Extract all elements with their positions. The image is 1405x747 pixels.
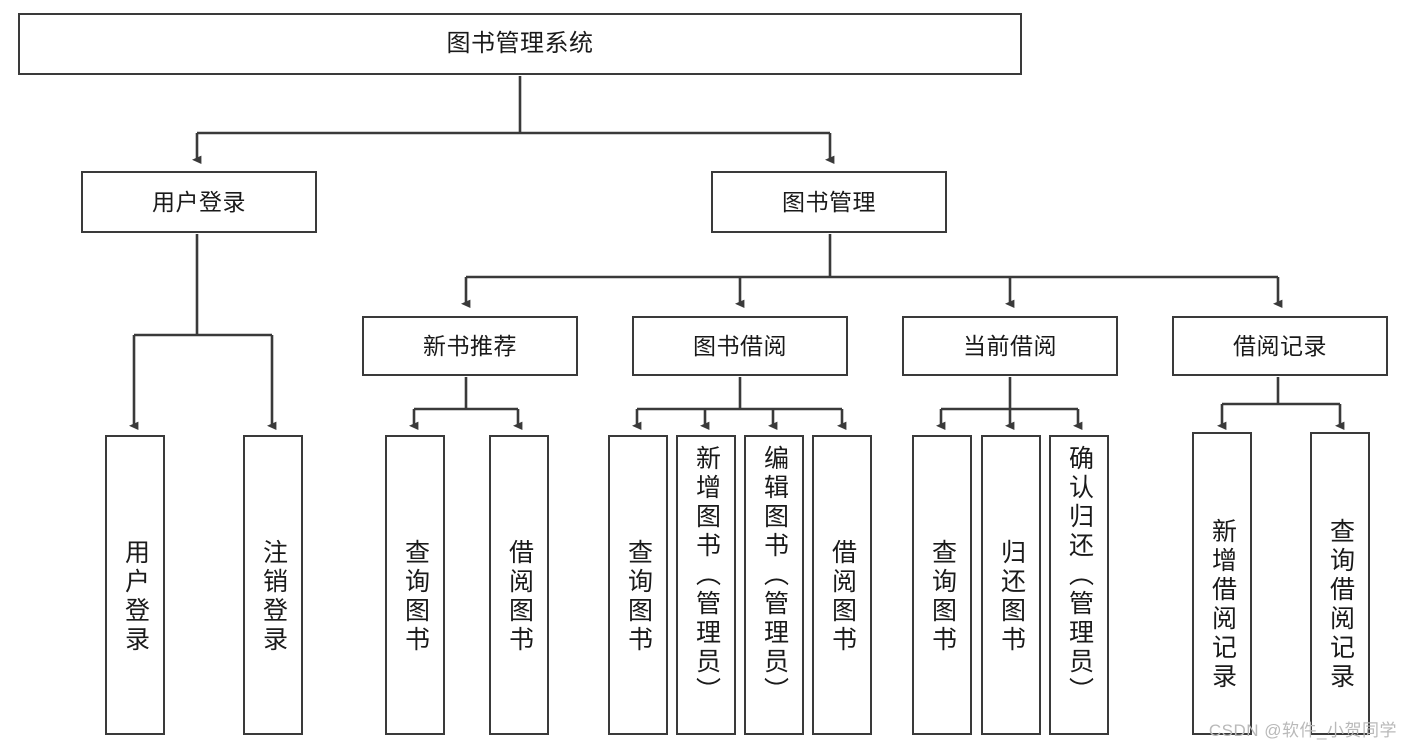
node-label: 查询图书 [401,539,430,655]
node-new-book-recommend[interactable]: 新书推荐 [362,316,578,376]
node-label: 图书管理系统 [446,30,594,58]
leaf-user-login[interactable]: 用户登录 [105,435,165,735]
node-label: 新书推荐 [423,332,517,359]
node-label: 图书管理 [782,188,876,215]
leaf-query-borrow-record[interactable]: 查询借阅记录 [1310,432,1370,735]
node-label: 查询借阅记录 [1326,518,1355,692]
node-label: 用户登录 [121,539,150,655]
leaf-edit-book-admin[interactable]: 编辑图书（管理员） [744,435,804,735]
node-label: 借阅图书 [828,539,857,655]
node-label: 归还图书 [997,539,1026,655]
leaf-return-book[interactable]: 归还图书 [981,435,1041,735]
node-label: 新增借阅记录 [1208,518,1237,692]
node-root-book-management-system[interactable]: 图书管理系统 [18,13,1022,75]
node-book-management[interactable]: 图书管理 [711,171,947,233]
node-label: 确认归还（管理员） [1065,445,1094,706]
leaf-query-book-recommend[interactable]: 查询图书 [385,435,445,735]
node-label: 查询图书 [624,539,653,655]
node-label: 当前借阅 [963,332,1057,359]
node-label: 用户登录 [152,188,246,215]
node-borrow-record[interactable]: 借阅记录 [1172,316,1388,376]
node-label: 借阅图书 [505,539,534,655]
node-book-borrow[interactable]: 图书借阅 [632,316,848,376]
leaf-query-book-borrow[interactable]: 查询图书 [608,435,668,735]
leaf-logout[interactable]: 注销登录 [243,435,303,735]
leaf-query-book-current[interactable]: 查询图书 [912,435,972,735]
csdn-watermark: CSDN @软件_小贺同学 [1208,721,1397,740]
leaf-confirm-return-admin[interactable]: 确认归还（管理员） [1049,435,1109,735]
node-label: 借阅记录 [1233,332,1327,359]
node-label: 查询图书 [928,539,957,655]
leaf-add-borrow-record[interactable]: 新增借阅记录 [1192,432,1252,735]
node-label: 注销登录 [259,539,288,655]
node-current-borrow[interactable]: 当前借阅 [902,316,1118,376]
leaf-add-book-admin[interactable]: 新增图书（管理员） [676,435,736,735]
node-user-login[interactable]: 用户登录 [81,171,317,233]
leaf-borrow-book-recommend[interactable]: 借阅图书 [489,435,549,735]
leaf-borrow-book[interactable]: 借阅图书 [812,435,872,735]
node-label: 编辑图书（管理员） [760,445,789,706]
node-label: 新增图书（管理员） [692,445,721,706]
node-label: 图书借阅 [693,332,787,359]
